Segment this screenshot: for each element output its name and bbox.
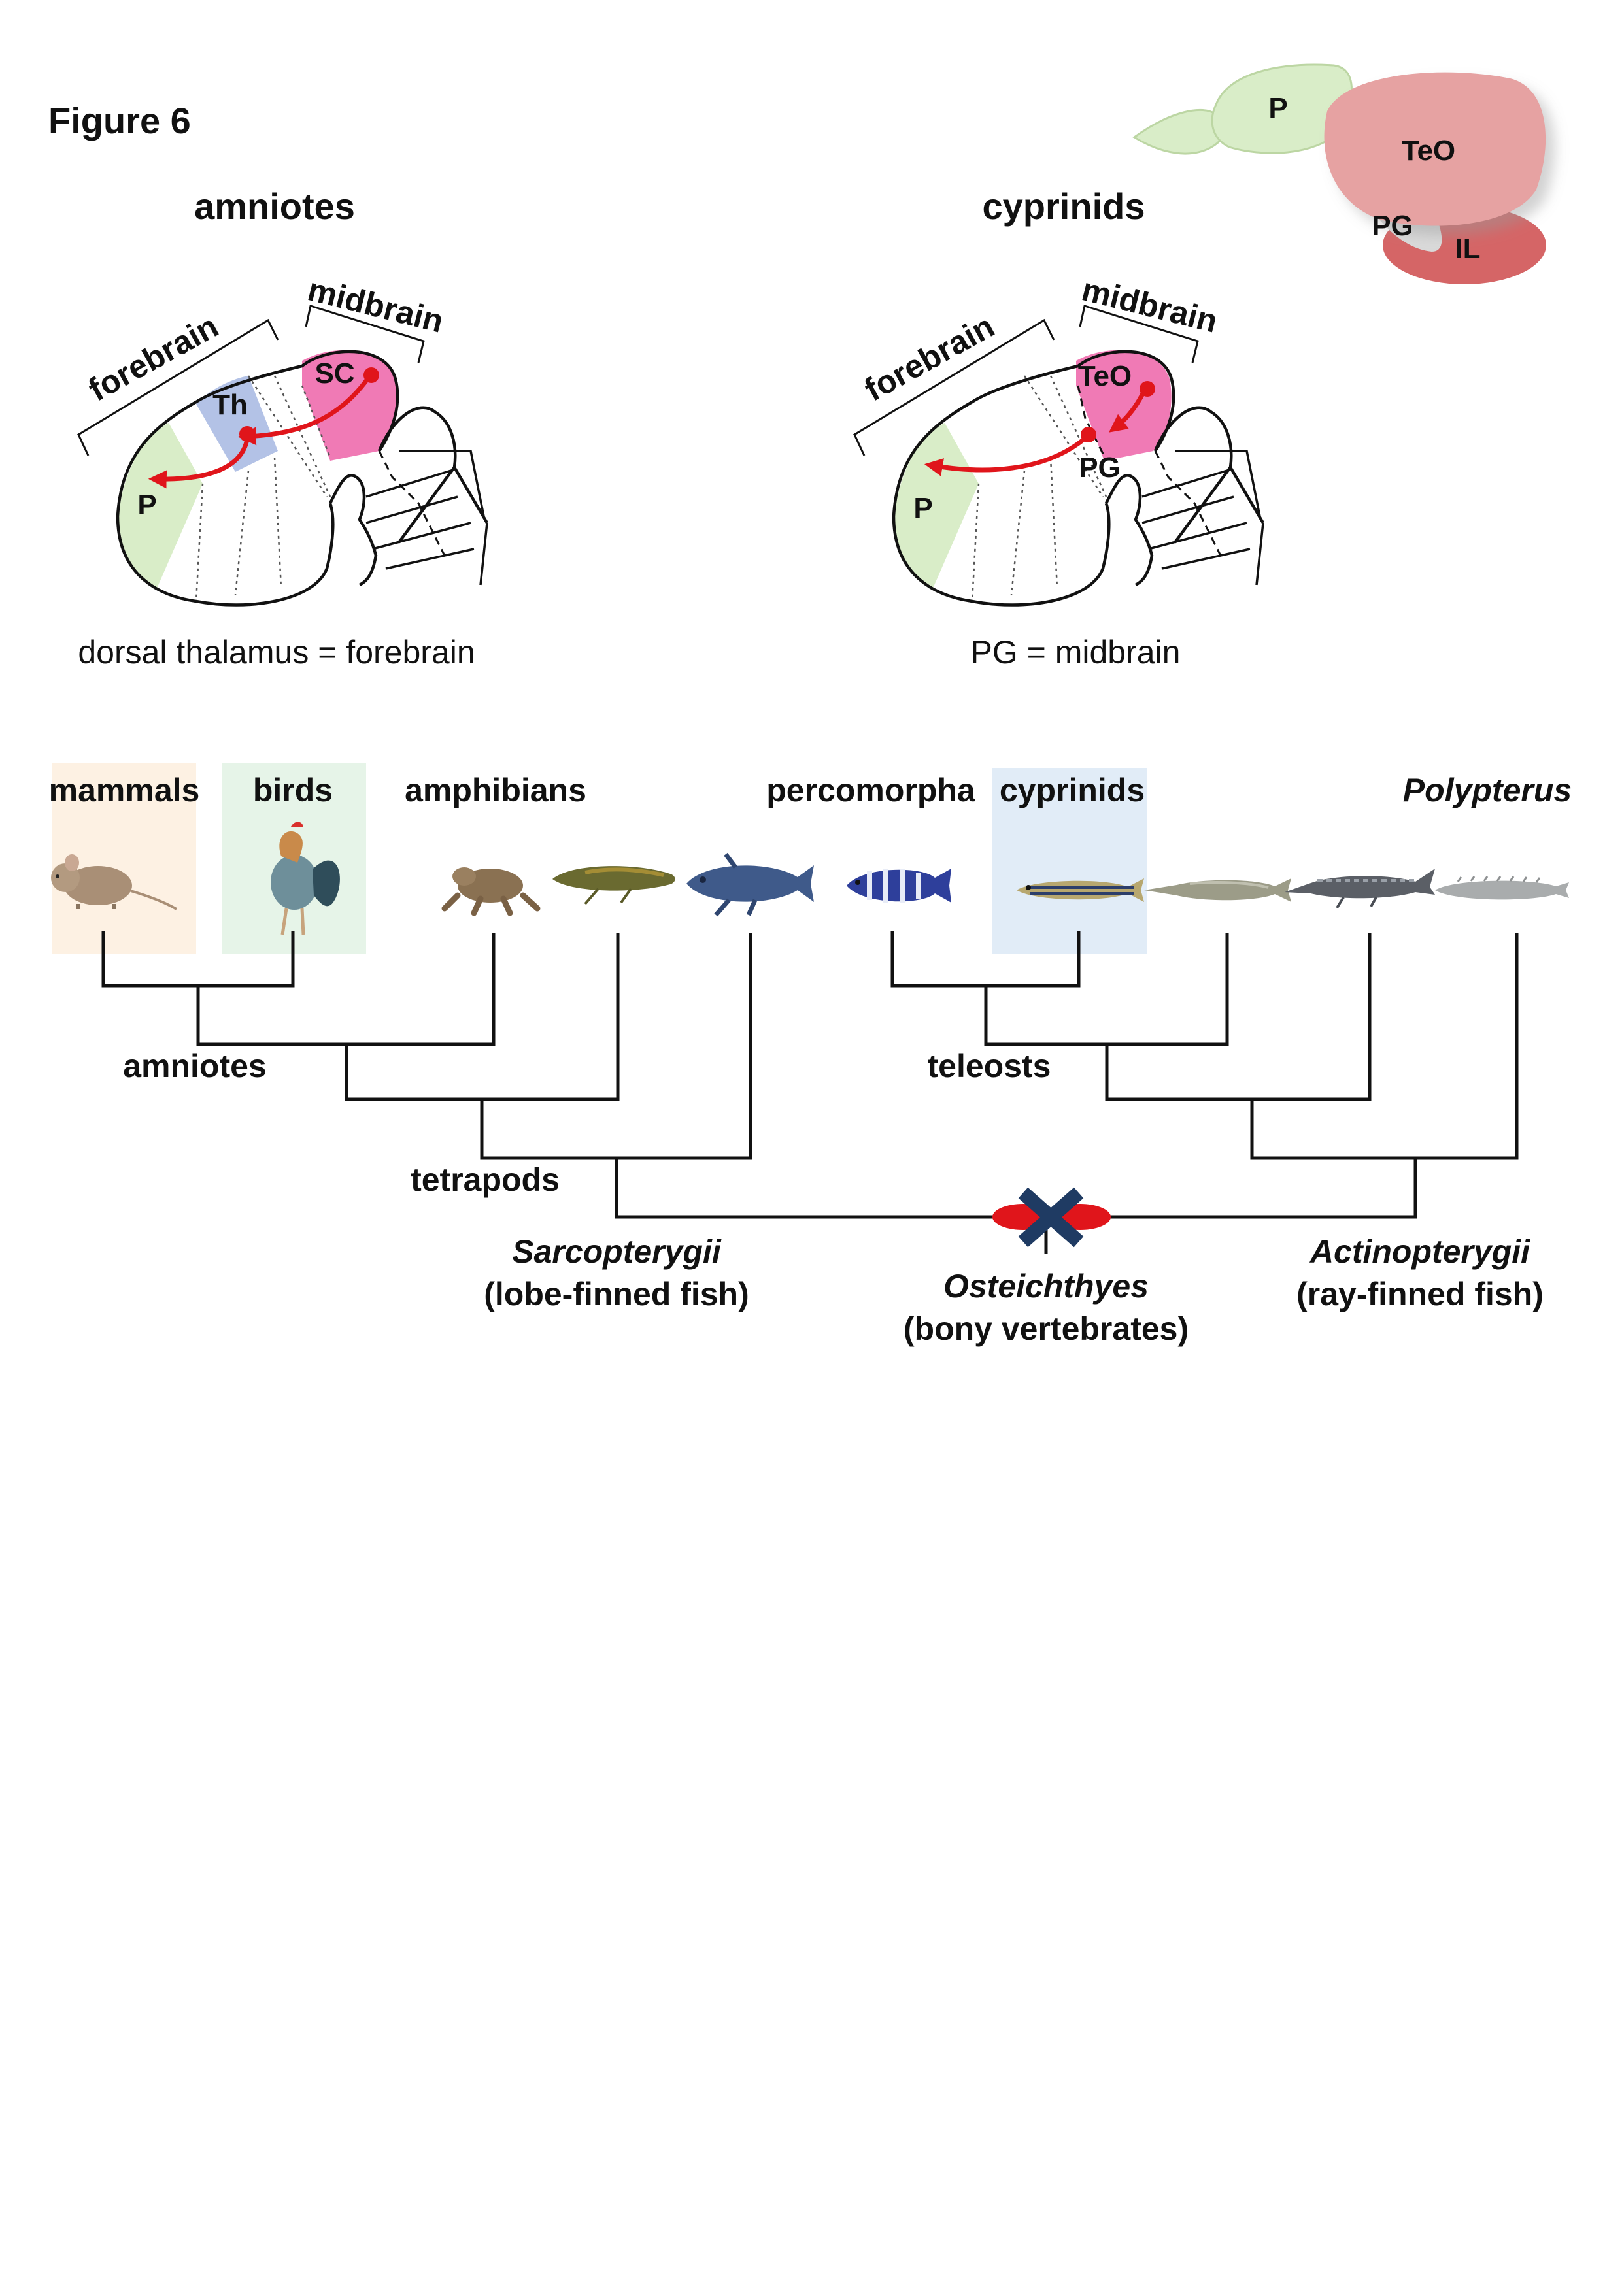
taxon-birds: birds bbox=[253, 772, 333, 808]
cyprinid-panel-heading: cyprinids bbox=[983, 186, 1145, 227]
tree-actinopterygii-stem bbox=[1098, 1158, 1417, 1219]
cyprinid-internal-boundaries bbox=[971, 375, 1107, 602]
lungfish-icon bbox=[552, 866, 675, 905]
amniote-sc-dot bbox=[363, 367, 379, 383]
amniote-midbrain-bracket bbox=[305, 305, 425, 363]
inset-teleost-brain: P TeO PG IL bbox=[1132, 63, 1546, 284]
inset-il-label: IL bbox=[1455, 233, 1480, 265]
group-osteichthyes-note: (bony vertebrates) bbox=[904, 1310, 1189, 1347]
group-actinopterygii-note: (ray-finned fish) bbox=[1296, 1276, 1544, 1312]
cyprinid-midbrain-label: midbrain bbox=[1078, 271, 1221, 339]
cichlid-icon bbox=[847, 869, 951, 903]
amniote-internal-boundaries bbox=[195, 375, 331, 602]
group-sarcopterygii-note: (lobe-finned fish) bbox=[484, 1276, 749, 1312]
clade-teleosts: teleosts bbox=[928, 1048, 1051, 1084]
taxon-cyprinids: cyprinids bbox=[1000, 772, 1145, 808]
cyprinid-pg-label: PG bbox=[1079, 452, 1121, 484]
cyprinid-p-label: P bbox=[913, 492, 932, 524]
gar-icon bbox=[1144, 878, 1291, 902]
cyprinid-forebrain-midbrain-boundary bbox=[1077, 385, 1106, 458]
inset-optic-tectum bbox=[1324, 72, 1546, 226]
inset-teo-label: TeO bbox=[1402, 135, 1455, 167]
taxon-amphibians: amphibians bbox=[405, 772, 586, 808]
cyprinid-teo-label: TeO bbox=[1078, 360, 1132, 392]
group-actinopterygii: Actinopterygii bbox=[1309, 1233, 1530, 1270]
amniote-sc-to-th-arrow bbox=[237, 374, 371, 446]
amniote-forebrain-label: forebrain bbox=[82, 308, 224, 408]
mouse-icon bbox=[51, 854, 178, 910]
amniote-sc-label: SC bbox=[314, 358, 354, 390]
sturgeon-icon bbox=[1285, 869, 1435, 909]
amniote-midbrain-label: midbrain bbox=[304, 271, 447, 339]
coelacanth-icon bbox=[686, 852, 814, 917]
cyprinid-pallium-region bbox=[894, 423, 979, 588]
cyprinid-forebrain-bracket bbox=[853, 318, 1055, 456]
amniote-th-label: Th bbox=[212, 389, 248, 421]
cyprinid-forebrain-label: forebrain bbox=[858, 308, 1000, 408]
cyprinid-midbrain-boundary bbox=[1154, 450, 1222, 556]
amniote-hindbrain bbox=[365, 450, 488, 586]
figure-title: Figure 6 bbox=[48, 100, 191, 141]
tree-sarcopterygii-stem bbox=[615, 1158, 994, 1219]
amniote-thalamus-region bbox=[196, 376, 278, 472]
amniote-th-to-p-arrow bbox=[148, 439, 250, 489]
cyprinid-pg-dot bbox=[1081, 427, 1096, 442]
tree-neopterygii-sturgeon bbox=[1105, 933, 1372, 1101]
amniote-pallium-region bbox=[118, 423, 203, 588]
cyprinid-pg-to-p-arrow bbox=[924, 433, 1090, 476]
frog-icon bbox=[441, 867, 541, 916]
clade-amniotes: amniotes bbox=[123, 1048, 267, 1084]
amniote-midbrain-boundary bbox=[378, 450, 446, 556]
cyprinid-brain-panel: cyprinids forebrain midbrain TeO PG P PG… bbox=[853, 186, 1264, 671]
taxon-polypterus: Polypterus bbox=[1403, 772, 1572, 808]
trait-loss-cross-icon bbox=[992, 1187, 1111, 1248]
cyprinid-hindbrain bbox=[1141, 450, 1264, 586]
taxon-mammals: mammals bbox=[49, 772, 200, 808]
amniote-p-label: P bbox=[137, 489, 156, 521]
cyprinid-panel-caption: PG = midbrain bbox=[971, 634, 1181, 671]
group-sarcopterygii: Sarcopterygii bbox=[512, 1233, 722, 1270]
tree-amphibians-lungfish bbox=[345, 933, 620, 1101]
zebrafish-icon bbox=[1017, 878, 1144, 902]
amniote-panel-caption: dorsal thalamus = forebrain bbox=[78, 634, 475, 671]
amniote-brain-panel: amniotes forebrain midbrain SC Th P bbox=[77, 186, 488, 671]
cyprinid-teo-dot bbox=[1140, 381, 1155, 397]
phylogenetic-tree: mammals birds amphibians percomorpha cyp… bbox=[49, 763, 1572, 1347]
taxon-percomorpha: percomorpha bbox=[766, 772, 976, 808]
inset-p-label: P bbox=[1268, 92, 1287, 124]
cyprinid-midbrain-bracket bbox=[1079, 305, 1199, 363]
group-osteichthyes: Osteichthyes bbox=[943, 1268, 1149, 1305]
rooster-icon bbox=[271, 822, 340, 935]
amniote-panel-heading: amniotes bbox=[194, 186, 355, 227]
cyprinids-highlight bbox=[992, 768, 1147, 954]
clade-tetrapods: tetrapods bbox=[411, 1161, 560, 1198]
tree-actinopteri-polypterus bbox=[1250, 933, 1519, 1160]
bichir-icon bbox=[1435, 876, 1569, 900]
cyprinid-tectum-region bbox=[1076, 350, 1172, 461]
inset-pg-label: PG bbox=[1372, 210, 1413, 242]
amniote-th-dot bbox=[239, 426, 255, 442]
amniote-forebrain-bracket bbox=[77, 318, 279, 456]
